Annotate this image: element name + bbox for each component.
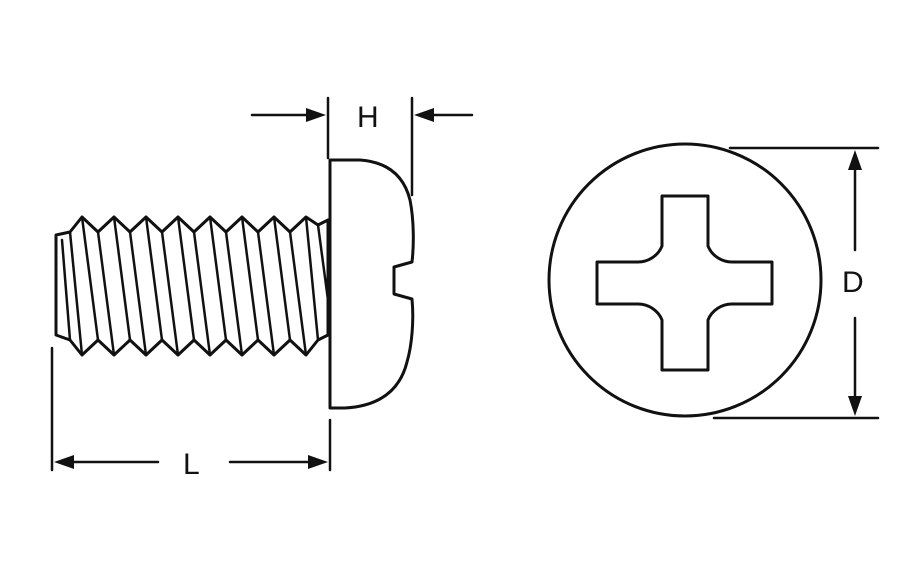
dimension-l <box>50 346 332 472</box>
thread-lines <box>60 215 330 357</box>
dimension-label-l: L <box>183 448 200 481</box>
arrowhead <box>848 150 862 170</box>
thread-outline <box>54 215 330 357</box>
dimension-label-h: H <box>357 101 379 134</box>
phillips-recess <box>595 194 774 372</box>
screw-head-profile <box>328 158 415 410</box>
screw-side-view <box>54 158 415 410</box>
dimension-label-d: D <box>842 266 864 299</box>
dimension-d <box>712 146 880 420</box>
arrowheads <box>54 108 862 469</box>
arrowhead <box>414 108 434 122</box>
arrowhead <box>308 455 328 469</box>
arrowhead <box>306 108 326 122</box>
screw-top-view <box>547 142 823 418</box>
arrowhead <box>54 455 74 469</box>
screw-head-circle <box>547 142 823 418</box>
arrowhead <box>848 396 862 416</box>
